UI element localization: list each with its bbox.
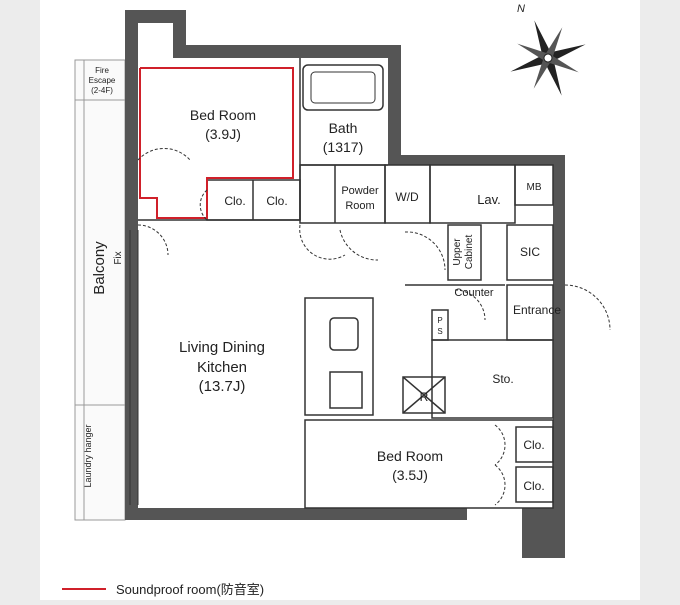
closet-4-label: Clo. (523, 479, 544, 493)
storage-box (431, 339, 554, 419)
fix-label: Fix (113, 251, 124, 264)
door-swing-bed1 (137, 147, 191, 161)
door-swing-clo3 (494, 424, 506, 466)
sic-label: SIC (520, 245, 540, 259)
mb-box (514, 164, 554, 206)
laundry-label: Laundry hanger (83, 424, 93, 487)
refrigerator-label: R (420, 390, 429, 404)
floor-right (388, 165, 553, 508)
wall-top-mid (173, 45, 388, 58)
wall-right (553, 155, 565, 555)
bathtub (302, 64, 384, 111)
bed-room-1-size: (3.9J) (205, 126, 241, 142)
refrigerator-x2 (402, 376, 446, 414)
wall-bottom (125, 508, 465, 520)
closet-3-label: Clo. (523, 438, 544, 452)
compass-north-label: N (517, 3, 525, 15)
window-marks (129, 230, 139, 505)
entrance-label: Entrance (513, 303, 561, 317)
lav-label: Lav. (477, 192, 501, 207)
walls (125, 10, 565, 558)
kitchen-stove (329, 371, 363, 409)
wall-bottom-corner (455, 508, 467, 520)
counter-label: Counter (454, 287, 493, 299)
mb-label: MB (527, 182, 542, 193)
bath-size: (1317) (323, 139, 363, 155)
fire-escape-line2: Escape (89, 76, 116, 85)
wall-lav-top (388, 155, 558, 165)
balcony-label: Balcony (91, 241, 108, 295)
living-line2: Kitchen (197, 359, 247, 376)
kitchen-island (304, 297, 374, 416)
interior-walls (138, 58, 554, 509)
closet-4-box (515, 466, 554, 503)
upper-cabinet-line2: Cabinet (464, 235, 475, 270)
fire-escape-line1: Fire (95, 66, 109, 75)
bath-name: Bath (329, 120, 358, 136)
legend-text: Soundproof room(防音室) (116, 582, 264, 597)
bed-room-1-name: Bed Room (190, 107, 256, 123)
door-swing-counter (454, 289, 486, 321)
door-swings (137, 147, 611, 506)
storage-label: Sto. (492, 372, 513, 386)
kitchen-sink (329, 317, 359, 351)
door-swing-upper (404, 231, 446, 271)
floor-left (138, 58, 388, 508)
balcony-area (74, 59, 126, 521)
floor-notch (138, 23, 173, 58)
wall-top-left (125, 10, 173, 23)
door-swing-entrance (564, 284, 611, 331)
door-swing-clo4 (494, 464, 506, 506)
closet-1-label: Clo. (224, 194, 245, 208)
refrigerator-box (402, 376, 446, 414)
soundproof-outline (139, 67, 294, 219)
door-swing-clo1 (199, 189, 208, 221)
door-swing-living (137, 224, 169, 256)
closet-3-box (515, 426, 554, 463)
fire-escape-line3: (2-4F) (91, 86, 113, 95)
wall-bath-right (388, 45, 401, 165)
bed-room-2-size: (3.5J) (392, 467, 428, 483)
compass-rose: N (510, 3, 586, 96)
compass-needles (510, 20, 586, 96)
bed-room-2-name: Bed Room (377, 448, 443, 464)
upper-cabinet-line1: Upper (452, 238, 463, 266)
ps-line1: P (437, 316, 442, 325)
ps-line2: S (437, 327, 442, 336)
bathtub-inner (310, 71, 376, 104)
powder-room-line1: Powder (341, 185, 379, 197)
living-line1: Living Dining (179, 339, 265, 356)
wd-label: W/D (395, 190, 419, 204)
bed-room-2-box (304, 419, 554, 509)
powder-room-line2: Room (345, 200, 374, 212)
upper-cabinet-box (447, 224, 482, 281)
wall-left (125, 10, 138, 520)
compass-center (543, 53, 553, 63)
door-swing-bath (339, 229, 379, 261)
living-size: (13.7J) (199, 378, 246, 395)
sic-box (506, 224, 554, 281)
wall-bottom-right (522, 508, 565, 558)
closet-2-label: Clo. (266, 194, 287, 208)
wall-top-notch (173, 10, 186, 58)
